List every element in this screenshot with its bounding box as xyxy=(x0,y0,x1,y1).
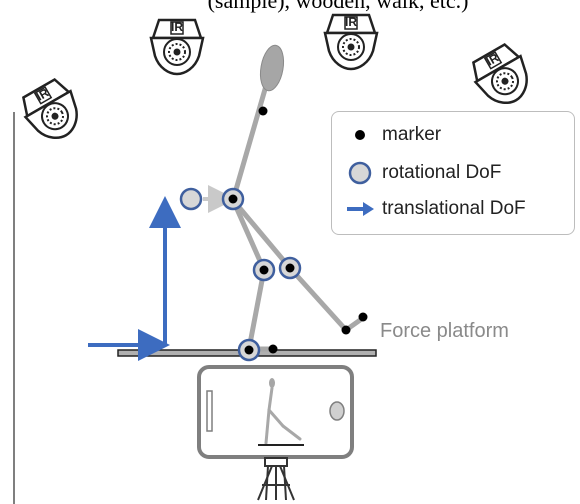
legend-item-marker: marker xyxy=(342,120,441,150)
thigh-segment-2 xyxy=(230,197,293,271)
shank-segment-2 xyxy=(287,265,349,333)
legend-label-rotational: rotational DoF xyxy=(382,162,502,183)
marker-knee-1 xyxy=(259,265,269,275)
ir-camera-1: IR xyxy=(15,74,90,150)
marker-heel-swing xyxy=(341,325,351,335)
arrow-icon xyxy=(342,194,378,224)
ir-camera-4: IR xyxy=(465,39,540,115)
marker-hip xyxy=(228,194,238,204)
legend-item-rotational: rotational DoF xyxy=(342,158,501,188)
ir-camera-3: IR xyxy=(323,13,379,71)
shank-segment-1 xyxy=(246,267,267,352)
rotational-joints xyxy=(179,187,302,362)
mini-walker-icon xyxy=(264,378,302,445)
black-dot-icon xyxy=(342,120,378,150)
tripod-icon xyxy=(257,457,295,501)
thigh-segment-1 xyxy=(230,197,267,273)
head-ellipse xyxy=(259,44,285,92)
pelvis-translation-joint xyxy=(179,187,203,211)
legend-label-translational: translational DoF xyxy=(382,198,526,219)
marker-knee-2 xyxy=(285,263,295,273)
ir-camera-2-label: IR xyxy=(171,20,183,34)
marker-toe-stance xyxy=(268,344,278,354)
translational-dof-arrows xyxy=(88,196,181,361)
legend-item-translational: translational DoF xyxy=(342,194,526,224)
phone-side-button-icon xyxy=(206,390,213,432)
markers xyxy=(228,106,368,355)
force-platform-label: Force platform xyxy=(380,320,509,342)
circle-icon xyxy=(342,158,378,188)
marker-trunk xyxy=(258,106,268,116)
legend-box: marker rotational DoF translational DoF xyxy=(331,111,575,235)
ir-camera-2: IR xyxy=(149,18,205,76)
marker-toe-swing xyxy=(358,312,368,322)
smartphone-icon xyxy=(197,365,354,459)
legend-label-marker: marker xyxy=(382,124,442,145)
trunk-segment xyxy=(230,69,273,203)
ir-camera-3-label: IR xyxy=(345,15,357,29)
marker-ankle xyxy=(244,345,254,355)
clipped-caption: (sample), wooden, walk, etc.) xyxy=(207,0,469,13)
phone-camera-lens-icon xyxy=(329,401,345,421)
